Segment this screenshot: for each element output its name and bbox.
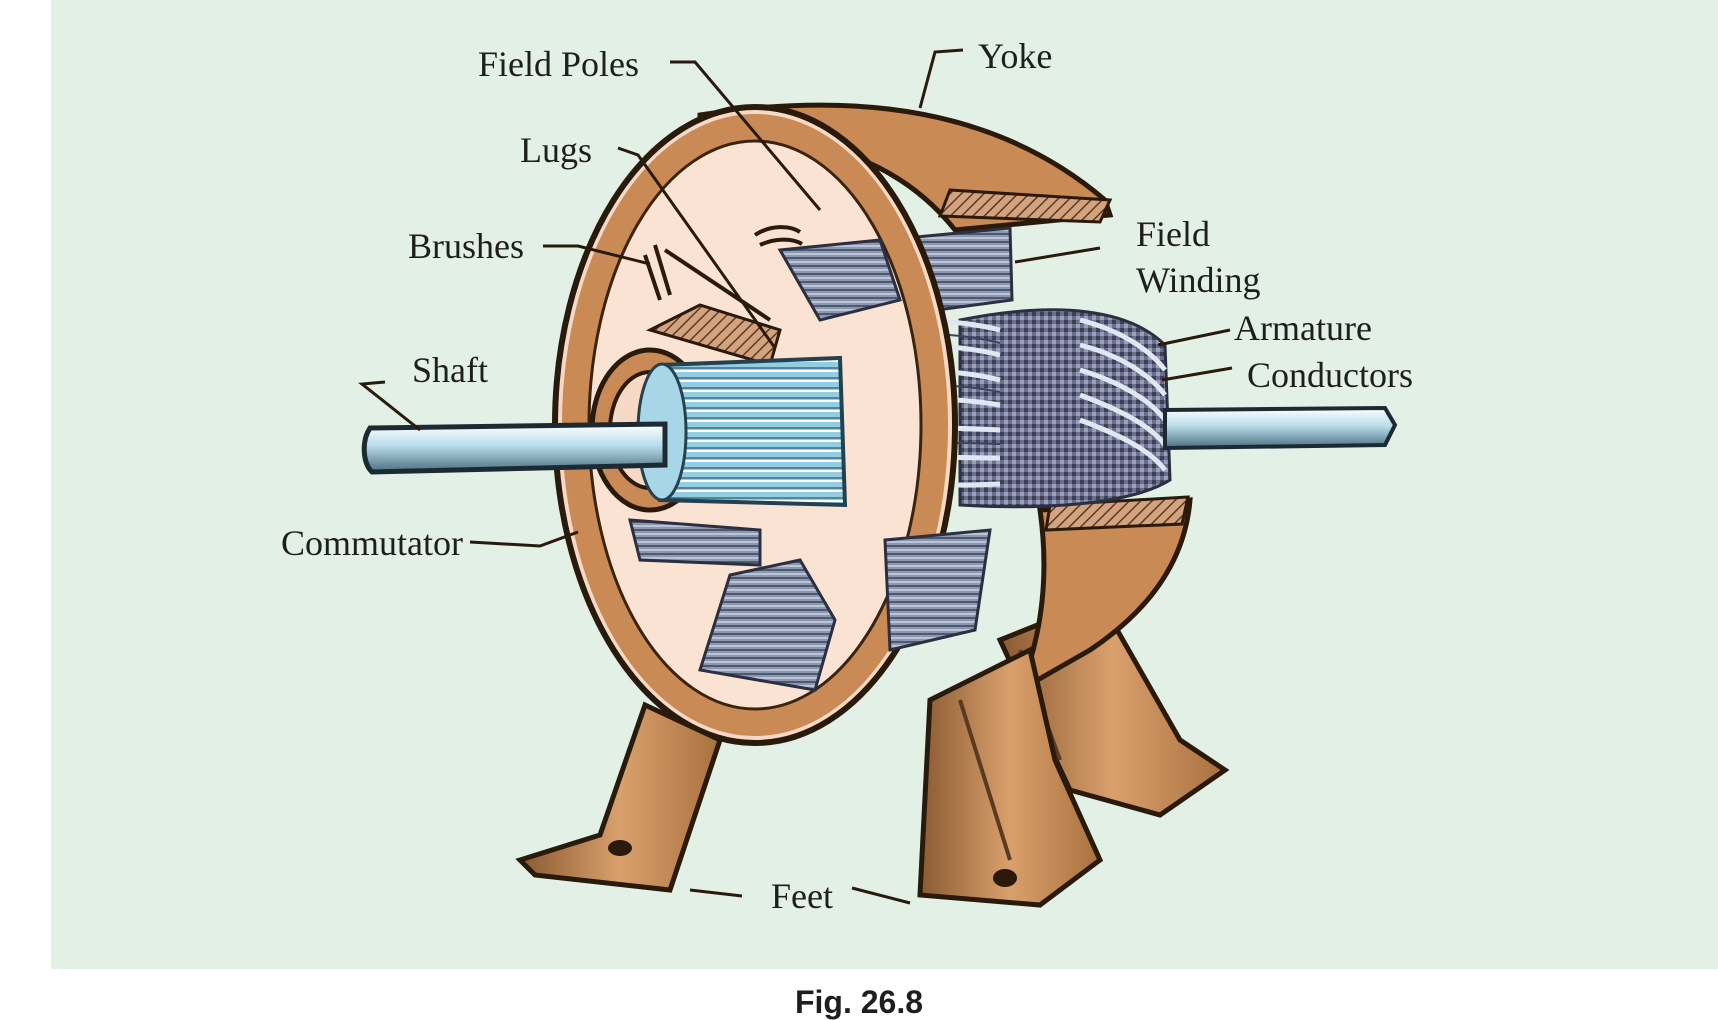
leader-shaft	[358, 380, 421, 432]
leader-brushes	[543, 244, 651, 266]
leader-field-winding	[1014, 246, 1101, 264]
leader-field-poles	[670, 60, 822, 211]
label-yoke: Yoke	[978, 36, 1053, 76]
label-lugs: Lugs	[520, 130, 592, 170]
label-conductors: Conductors	[1247, 355, 1413, 395]
leader-conductors	[1161, 366, 1233, 382]
front-feet	[515, 646, 1104, 908]
leader-armature	[1157, 328, 1231, 347]
label-field-winding-line1: Field	[1136, 214, 1211, 254]
leader-feet-right	[851, 886, 911, 905]
leader-lines	[358, 48, 1233, 905]
leader-commutator	[469, 530, 579, 548]
label-armature: Armature	[1234, 308, 1372, 348]
leader-feet-left	[689, 888, 743, 898]
figure-caption: Fig. 26.8	[794, 984, 924, 1020]
shaft-left	[361, 421, 668, 475]
label-shaft: Shaft	[412, 350, 488, 390]
dc-machine-diagram	[358, 48, 1398, 908]
field-poles	[628, 238, 992, 692]
leader-yoke	[918, 48, 964, 109]
shaft-right	[1163, 405, 1398, 451]
label-commutator: Commutator	[281, 523, 463, 563]
label-brushes: Brushes	[408, 226, 524, 266]
label-field-winding-line2: Winding	[1136, 260, 1261, 300]
label-feet: Feet	[771, 876, 833, 916]
brushes	[643, 225, 804, 322]
leader-lugs	[617, 146, 777, 349]
label-field-poles: Field Poles	[478, 44, 640, 84]
